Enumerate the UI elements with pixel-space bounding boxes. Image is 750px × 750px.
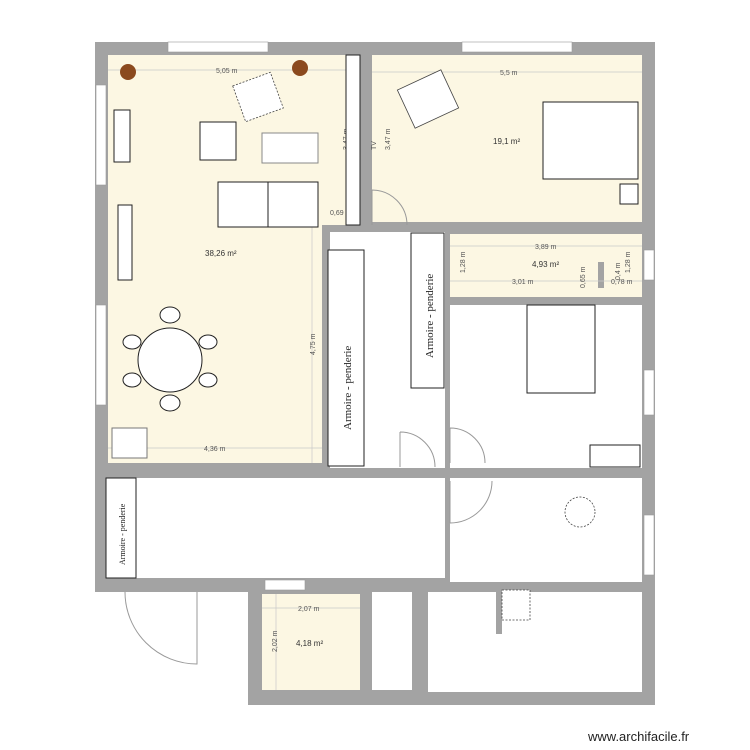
window [643,514,655,576]
window [643,249,655,281]
area-storage: 4,93 m² [532,260,559,269]
dim-bedroom-width: 5,5 m [500,70,518,77]
dim-small-a: 0,65 m [580,266,587,288]
bathroom [262,594,360,690]
door[interactable] [399,431,436,468]
wardrobe [327,249,365,467]
tv-cabinet [345,54,361,226]
wardrobe-label: Armoire - penderie [424,274,436,358]
storage-room [450,234,642,297]
wardrobe [410,232,445,389]
dim-living-height: 4,75 m [310,333,317,355]
nightstand [619,183,639,205]
plant-icon [120,64,136,80]
kitchen-partition-2 [590,582,642,588]
door[interactable] [449,480,493,524]
dim-storage-width: 3,89 m [535,244,557,251]
armchair [232,71,284,123]
dim-bedroom-height: 3,47 m [385,128,392,150]
wardrobe-label: Armoire - penderie [118,503,127,565]
dim-bath-width: 2,07 m [298,606,320,613]
window [95,84,107,186]
window [167,41,269,53]
armchair [396,69,460,129]
cabinet [501,589,531,621]
area-bedroom: 19,1 m² [493,137,520,146]
bed [542,101,639,180]
window [95,304,107,406]
bed [526,304,596,394]
watermark: www.archifacile.fr [587,729,690,744]
area-bathroom: 4,18 m² [296,639,323,648]
tv-label: TV [371,141,378,150]
door[interactable] [449,427,486,464]
chairs [122,306,218,412]
kitchen [428,592,642,692]
dim-living-width: 5,05 m [216,68,238,75]
dim-gap: 0,69 m [330,210,352,217]
armchair [199,121,237,161]
dim-small-b: 0,78 m [611,279,633,286]
area-living: 38,26 m² [205,249,237,258]
coffee-table [261,132,319,164]
dim-small-c: 0,4 m [615,262,622,280]
kitchen-partition [496,582,502,634]
wc [372,592,412,690]
piano [117,204,133,281]
storage-partition [598,262,604,288]
dim-storage-right: 1,28 m [625,251,632,273]
window [264,579,306,591]
door[interactable] [371,189,408,226]
dining-room [450,478,642,582]
dim-bath-height: 2,02 m [272,630,279,652]
side-cabinet [111,427,148,459]
dining-table [137,327,203,393]
plant-icon [292,60,308,76]
round-table [564,496,596,528]
desk [589,444,641,468]
wardrobe [105,477,137,579]
entrance-door[interactable] [124,591,198,665]
hall [108,478,445,578]
dim-storage-inner: 3,01 m [512,279,534,286]
dim-storage-left: 1,28 m [460,251,467,273]
window [461,41,573,53]
wardrobe-label: Armoire - penderie [342,346,354,430]
desk [113,109,131,163]
dim-living-bottom: 4,36 m [204,446,226,453]
window [643,369,655,416]
